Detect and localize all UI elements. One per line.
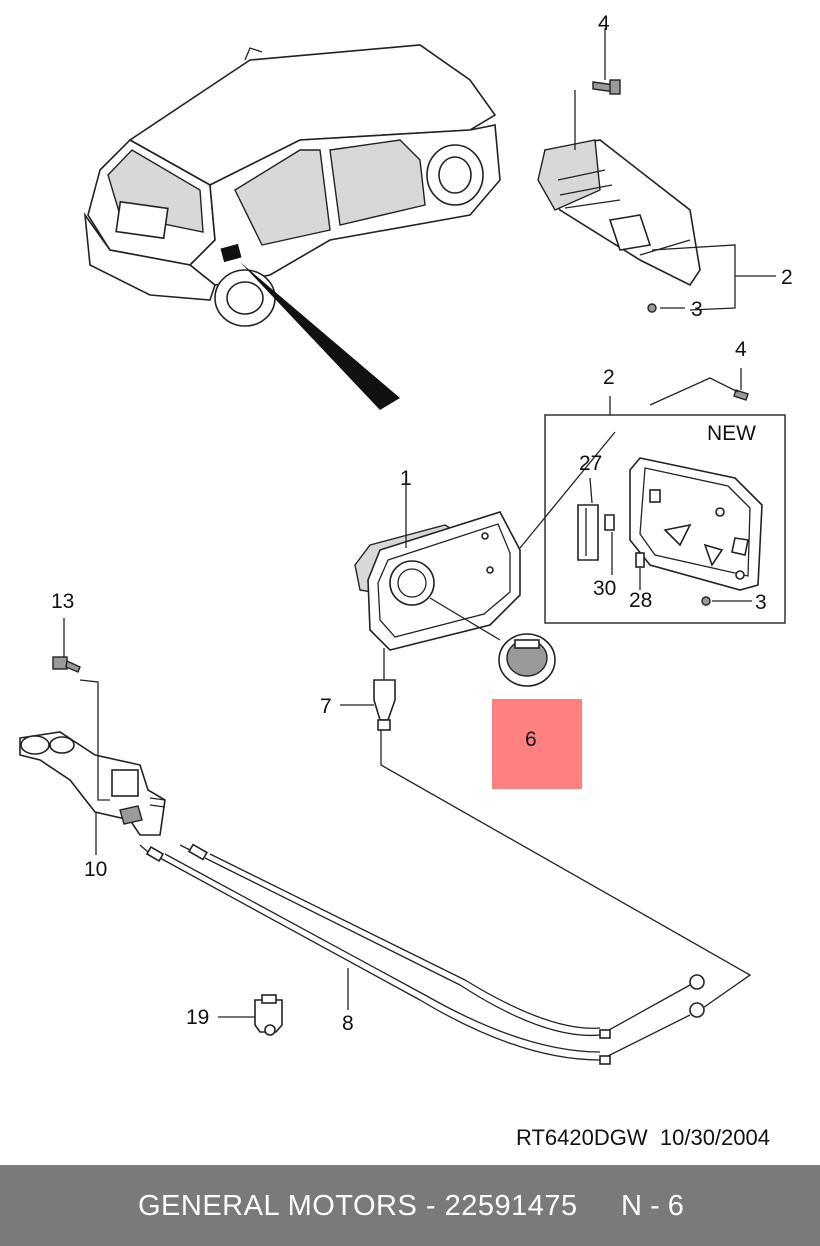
- footer-page: N - 6: [621, 1190, 684, 1222]
- reference-code-id: RT6420DGW: [516, 1125, 648, 1150]
- callout-2-top: 2: [781, 266, 793, 289]
- callout-13: 13: [51, 590, 74, 613]
- release-actuator: [340, 648, 752, 1011]
- reference-code: RT6420DGW 10/30/2004: [516, 1125, 770, 1151]
- screw-4-mid: [649, 368, 749, 406]
- callout-10: 10: [84, 858, 107, 881]
- highlight-part-6: [492, 699, 582, 789]
- callout-19: 19: [186, 1006, 209, 1029]
- callout-3-top: 3: [691, 298, 703, 321]
- release-lever-assembly: [19, 618, 166, 855]
- new-parts-box: [544, 414, 786, 624]
- callout-27: 27: [579, 452, 602, 475]
- callout-30: 30: [593, 577, 616, 600]
- callout-4-top: 4: [598, 12, 610, 35]
- footer-brand-part: GENERAL MOTORS - 22591475: [138, 1190, 578, 1222]
- callout-3-box: 3: [755, 591, 767, 614]
- fuel-filler-cap: [429, 597, 556, 687]
- footer-bar: GENERAL MOTORS - 22591475 N - 6: [0, 1165, 820, 1246]
- reference-date: 10/30/2004: [659, 1125, 770, 1150]
- car-illustration: [83, 44, 501, 410]
- release-cable: [139, 843, 705, 1065]
- screw-4-top: [592, 28, 621, 95]
- callout-4-mid: 4: [735, 338, 747, 361]
- cable-clip: [218, 994, 283, 1036]
- callout-1: 1: [400, 467, 412, 490]
- new-box-label: NEW: [707, 422, 756, 445]
- fuel-filler-housing: [354, 480, 521, 651]
- callout-6: 6: [525, 728, 537, 751]
- fuel-door-assembly-top: [537, 139, 701, 287]
- callout-28: 28: [629, 589, 652, 612]
- callout-8: 8: [342, 1012, 354, 1035]
- parts-diagram: 1 2 2 3 3 4 4 6 7 8 10 13 19 27 28 30 NE…: [19, 12, 793, 1065]
- callout-7: 7: [320, 695, 332, 718]
- callout-2-mid: 2: [603, 366, 615, 389]
